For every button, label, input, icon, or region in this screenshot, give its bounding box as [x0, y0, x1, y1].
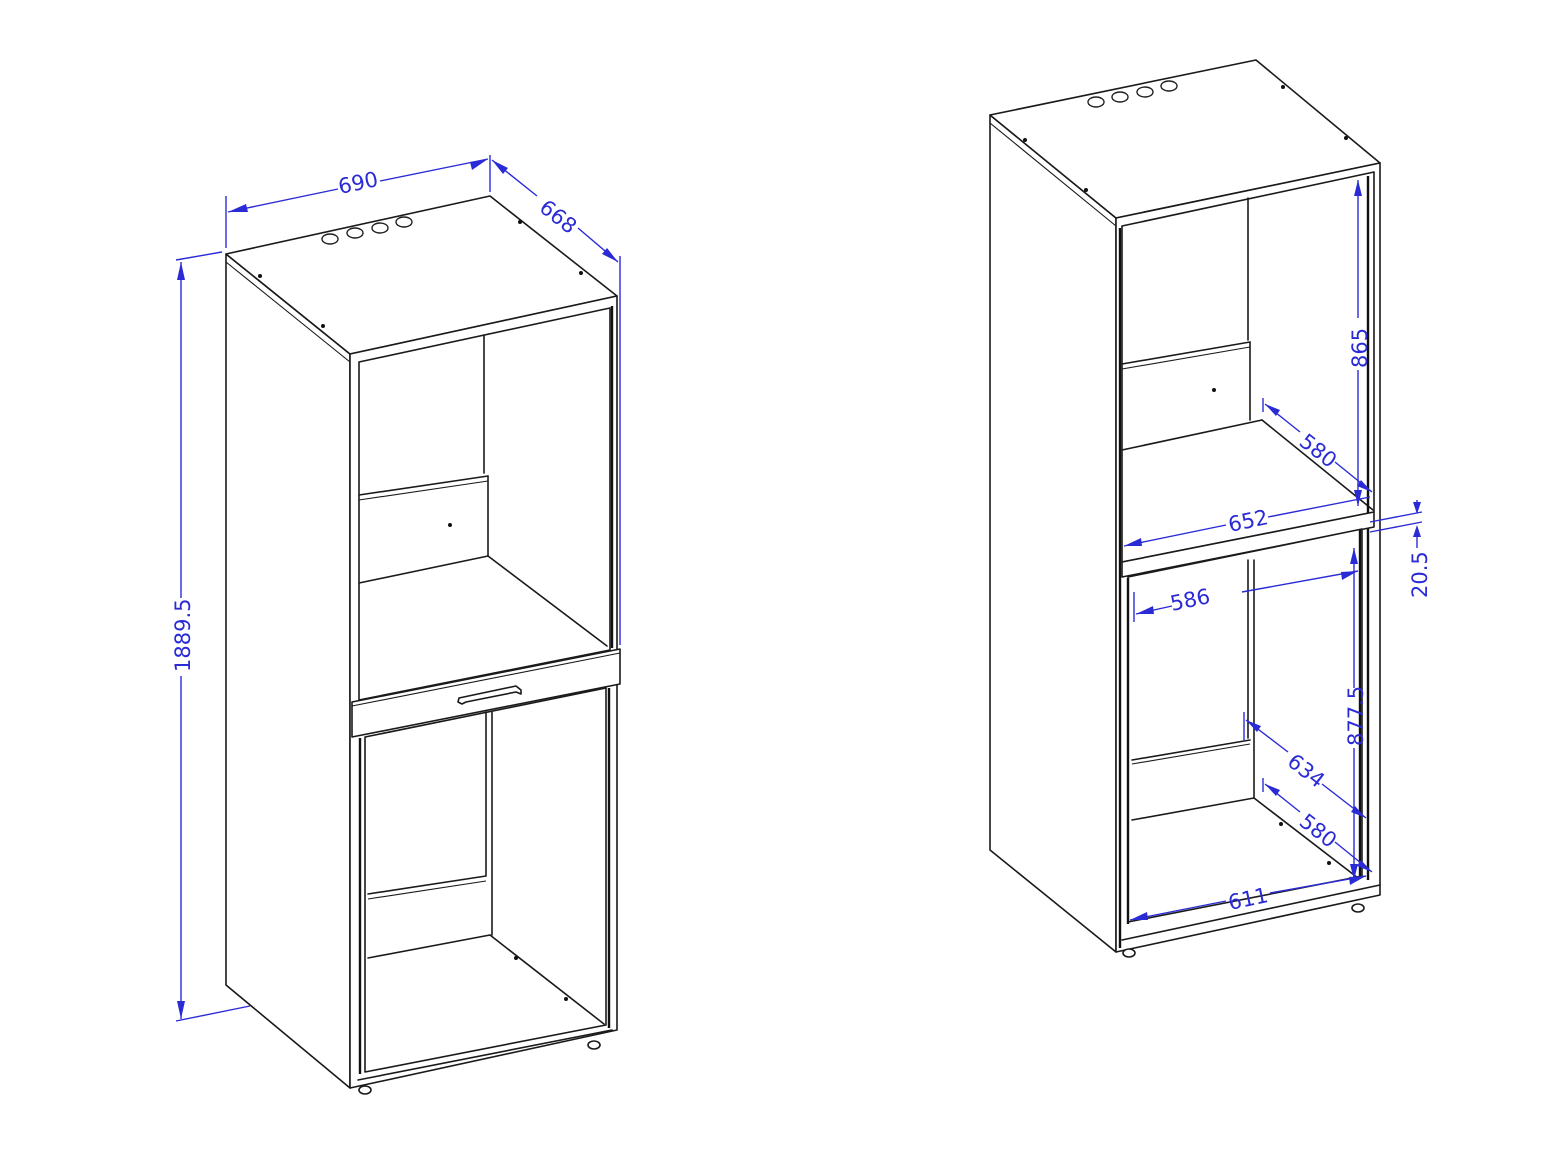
right-cabinet: 865 580 652 20.5 [989, 59, 1432, 958]
left-cabinet: 690 668 1889.5 [171, 155, 621, 1095]
leveling-foot-icon [1122, 948, 1136, 958]
cable-holes-icon [321, 216, 413, 245]
svg-text:20.5: 20.5 [1408, 551, 1432, 598]
dimension-rail-thickness: 20.5 [1369, 500, 1432, 598]
dimension-upper-niche-height: 865 [1348, 180, 1372, 506]
right-cabinet-side-panel [989, 114, 1117, 953]
svg-text:1889.5: 1889.5 [171, 599, 195, 672]
leveling-foot-icon [358, 1085, 372, 1095]
left-cabinet-side-panel [225, 253, 351, 1089]
leveling-foot-icon [1351, 903, 1365, 913]
svg-text:690: 690 [336, 167, 380, 199]
svg-text:668: 668 [535, 195, 581, 239]
dimension-lower-niche-height: 877.5 [1344, 548, 1368, 880]
svg-text:865: 865 [1348, 328, 1372, 368]
drawer-handle-icon [457, 685, 522, 705]
cable-holes-icon [1087, 80, 1178, 108]
svg-text:877.5: 877.5 [1344, 686, 1368, 746]
leveling-foot-icon [587, 1040, 601, 1050]
dimension-height: 1889.5 [171, 251, 251, 1022]
